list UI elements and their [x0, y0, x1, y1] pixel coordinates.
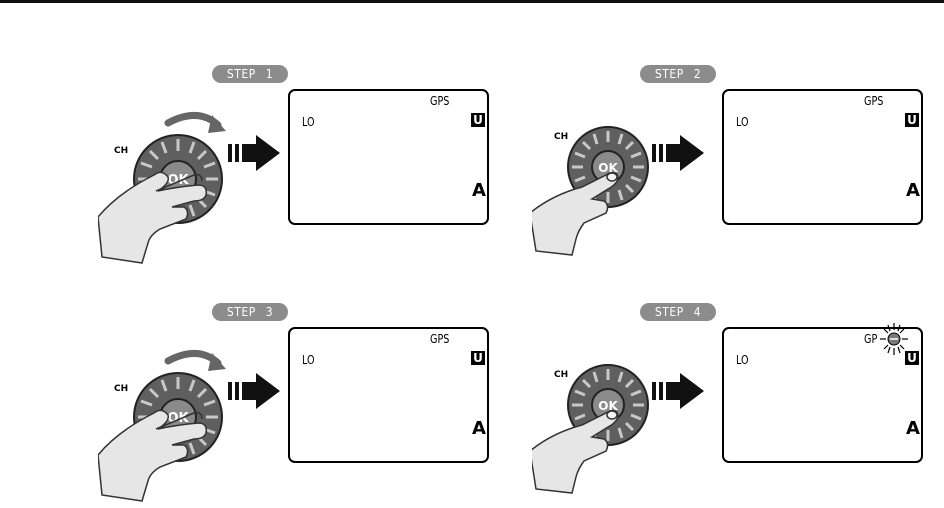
step-2-panel: STEP 2 CH OK	[529, 65, 944, 265]
lcd-u-indicator: U	[471, 113, 485, 127]
knob-press-illustration: OK	[529, 126, 649, 256]
step-badge-number: 2	[693, 67, 702, 81]
gps-blinking-icon	[880, 323, 908, 355]
channel-knob: CH OK	[97, 85, 268, 265]
ch-label: CH	[554, 370, 569, 380]
lcd-gps-indicator: GPS	[864, 94, 884, 108]
top-rule	[0, 0, 944, 3]
next-arrow-icon	[228, 373, 280, 409]
lcd-u-indicator: U	[905, 351, 919, 365]
step-1-panel: STEP 1 CH OK	[97, 65, 538, 265]
lcd-display: GPS LO U A	[722, 89, 923, 225]
step-badge-number: 3	[265, 305, 274, 319]
step-3-panel: STEP 3 CH OK	[97, 303, 538, 503]
lcd-u-indicator: U	[471, 351, 485, 365]
channel-knob: CH OK	[529, 323, 702, 503]
lcd-display: GPS LO U A	[288, 327, 489, 463]
ch-label: CH	[554, 132, 569, 142]
ch-label: CH	[114, 146, 129, 156]
lcd-a-indicator: A	[472, 180, 486, 201]
ok-label: OK	[598, 399, 618, 413]
lcd-display: GP LO U A	[722, 323, 923, 463]
ok-label: OK	[598, 161, 618, 175]
step-badge-number: 4	[693, 305, 702, 319]
step-badge-word: STEP	[226, 305, 256, 319]
knob-rotate-illustration: OK	[97, 350, 226, 502]
step-badge: STEP 4	[640, 303, 716, 321]
hand-icon	[529, 171, 619, 256]
lcd-gps-indicator: GPS	[430, 94, 450, 108]
lcd-a-indicator: A	[906, 418, 920, 439]
lcd-a-indicator: A	[472, 418, 486, 439]
lcd-display: GPS LO U A	[288, 89, 489, 225]
hand-icon	[529, 409, 619, 494]
lcd-gps-indicator: GPS	[430, 332, 450, 346]
step-badge-word: STEP	[654, 305, 684, 319]
ch-label: CH	[114, 384, 129, 394]
step-badge: STEP 2	[640, 65, 716, 83]
hand-icon	[97, 171, 208, 264]
step-badge: STEP 3	[212, 303, 288, 321]
lcd-u-indicator: U	[905, 113, 919, 127]
lcd-lo-indicator: LO	[736, 353, 749, 367]
step-badge-word: STEP	[654, 67, 684, 81]
next-arrow-icon	[652, 135, 704, 171]
next-arrow-icon	[228, 135, 280, 171]
step-badge: STEP 1	[212, 65, 288, 83]
step-4-panel: STEP 4 CH OK	[529, 303, 944, 503]
lcd-gps-indicator: GP	[864, 332, 878, 346]
lcd-lo-indicator: LO	[302, 353, 315, 367]
knob-rotate-illustration: OK	[97, 112, 226, 264]
lcd-a-indicator: A	[906, 180, 920, 201]
step-badge-number: 1	[265, 67, 274, 81]
step-badge-word: STEP	[226, 67, 256, 81]
lcd-lo-indicator: LO	[736, 115, 749, 129]
next-arrow-icon	[652, 373, 704, 409]
lcd-lo-indicator: LO	[302, 115, 315, 129]
knob-press-illustration: OK	[529, 364, 649, 494]
channel-knob: CH OK	[97, 323, 268, 503]
hand-icon	[97, 409, 208, 502]
channel-knob: CH OK	[529, 85, 702, 265]
